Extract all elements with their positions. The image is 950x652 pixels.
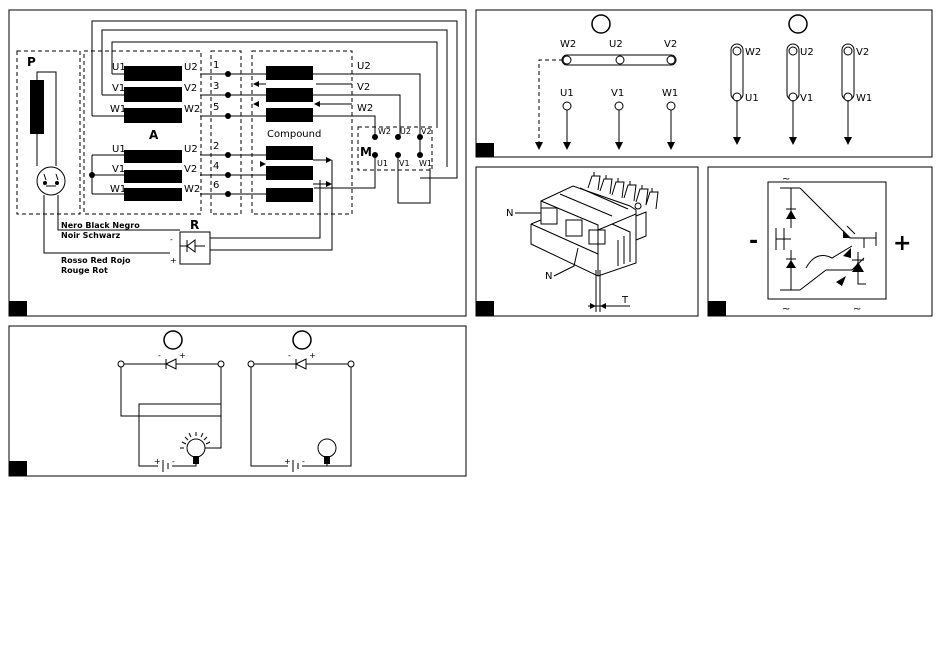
- star-w1: W1: [662, 88, 678, 99]
- coil-left-v1: V1: [112, 83, 125, 94]
- delta-u2: U2: [800, 47, 814, 58]
- star-u2: U2: [609, 39, 623, 50]
- bridge-ac-top: ~: [782, 174, 790, 185]
- r-plus: +: [170, 256, 177, 265]
- component-panel: N N T: [476, 167, 698, 316]
- label-n-bottom: N: [545, 271, 552, 282]
- bridge-plus: +: [893, 231, 911, 256]
- batt2-plus: +: [284, 457, 291, 466]
- m-w2: W2: [378, 127, 391, 136]
- terminal-1: 1: [213, 60, 219, 71]
- star-u1: U1: [560, 88, 574, 99]
- batt2-minus: -: [302, 457, 305, 466]
- out-u2: U2: [357, 61, 371, 72]
- diode1-plus: +: [179, 351, 186, 360]
- delta-w2: W2: [745, 47, 761, 58]
- coil-right-w2: W2: [184, 104, 200, 115]
- bridge-ac-bottom-left: ~: [782, 304, 790, 315]
- star-v1: V1: [611, 88, 624, 99]
- test-panel: - + + - - +: [9, 326, 466, 476]
- compound-coils: Compound: [253, 66, 352, 202]
- diode2-plus: +: [309, 351, 316, 360]
- star-v2: V2: [664, 39, 677, 50]
- m-w1: W1: [419, 159, 432, 168]
- label-t: T: [621, 295, 629, 306]
- r-label: R: [190, 218, 199, 232]
- terminal-5: 5: [213, 102, 219, 113]
- out-v2: V2: [357, 82, 370, 93]
- bridge-minus: -: [749, 229, 758, 254]
- p-label: P: [27, 55, 36, 69]
- bridge-panel: ~ ~ ~ - +: [708, 167, 932, 316]
- coil-left-w1: W1: [110, 104, 126, 115]
- m-u1: U1: [377, 159, 388, 168]
- delta-u1: U1: [745, 93, 759, 104]
- m-label: M: [360, 145, 372, 159]
- coil-left-w1-b: W1: [110, 184, 126, 195]
- coil-right-v2-b: V2: [184, 164, 197, 175]
- out-w2: W2: [357, 103, 373, 114]
- test-circuit-good: - + + -: [118, 331, 224, 472]
- bridge-ac-bottom-right: ~: [853, 304, 861, 315]
- m-v2: V2: [421, 127, 432, 136]
- legend-black-2: Noir Schwarz: [61, 231, 121, 240]
- batt1-minus: -: [172, 457, 175, 466]
- coil-left-u1-b: U1: [112, 144, 126, 155]
- diode1-minus: -: [158, 351, 161, 360]
- delta-v2: V2: [856, 47, 869, 58]
- test-circuit-bad: - + + -: [248, 331, 354, 472]
- r-minus: -: [170, 235, 173, 244]
- coil-right-v2: V2: [184, 83, 197, 94]
- coil-group-b: U1 V1 W1 U2 V2 W2: [110, 144, 200, 201]
- terminal-2: 2: [213, 141, 219, 152]
- legend-black-1: Nero Black Negro: [61, 221, 140, 230]
- lamp-rays: [180, 432, 212, 448]
- compound-label: Compound: [267, 129, 321, 140]
- diode2-minus: -: [288, 351, 291, 360]
- m-u2: U2: [400, 127, 411, 136]
- coil-right-u2-b: U2: [184, 144, 198, 155]
- legend-red-2: Rouge Rot: [61, 266, 108, 275]
- coil-left-u1: U1: [112, 62, 126, 73]
- coil-right-w2-b: W2: [184, 184, 200, 195]
- terminal-strip: 1 3 5 2 4 6: [213, 60, 266, 197]
- delta-w1: W1: [856, 93, 872, 104]
- connections-panel: W2 U2 V2 U1 V1 W1 W2 U2 V2 U1 V1 W1: [476, 10, 932, 157]
- legend-red-1: Rosso Red Rojo: [61, 256, 131, 265]
- star-w2: W2: [560, 39, 576, 50]
- delta-v1: V1: [800, 93, 813, 104]
- coil-right-u2: U2: [184, 62, 198, 73]
- batt1-plus: +: [154, 457, 161, 466]
- coil-left-v1-b: V1: [112, 164, 125, 175]
- terminal-3: 3: [213, 81, 219, 92]
- m-v1: V1: [399, 159, 410, 168]
- terminal-4: 4: [213, 161, 219, 172]
- a-label: A: [149, 128, 159, 142]
- wiring-panel: P U1 V1 W1 U2 V2 W2 A U1 V1: [9, 10, 466, 316]
- terminal-6: 6: [213, 180, 219, 191]
- label-n-top: N: [506, 208, 513, 219]
